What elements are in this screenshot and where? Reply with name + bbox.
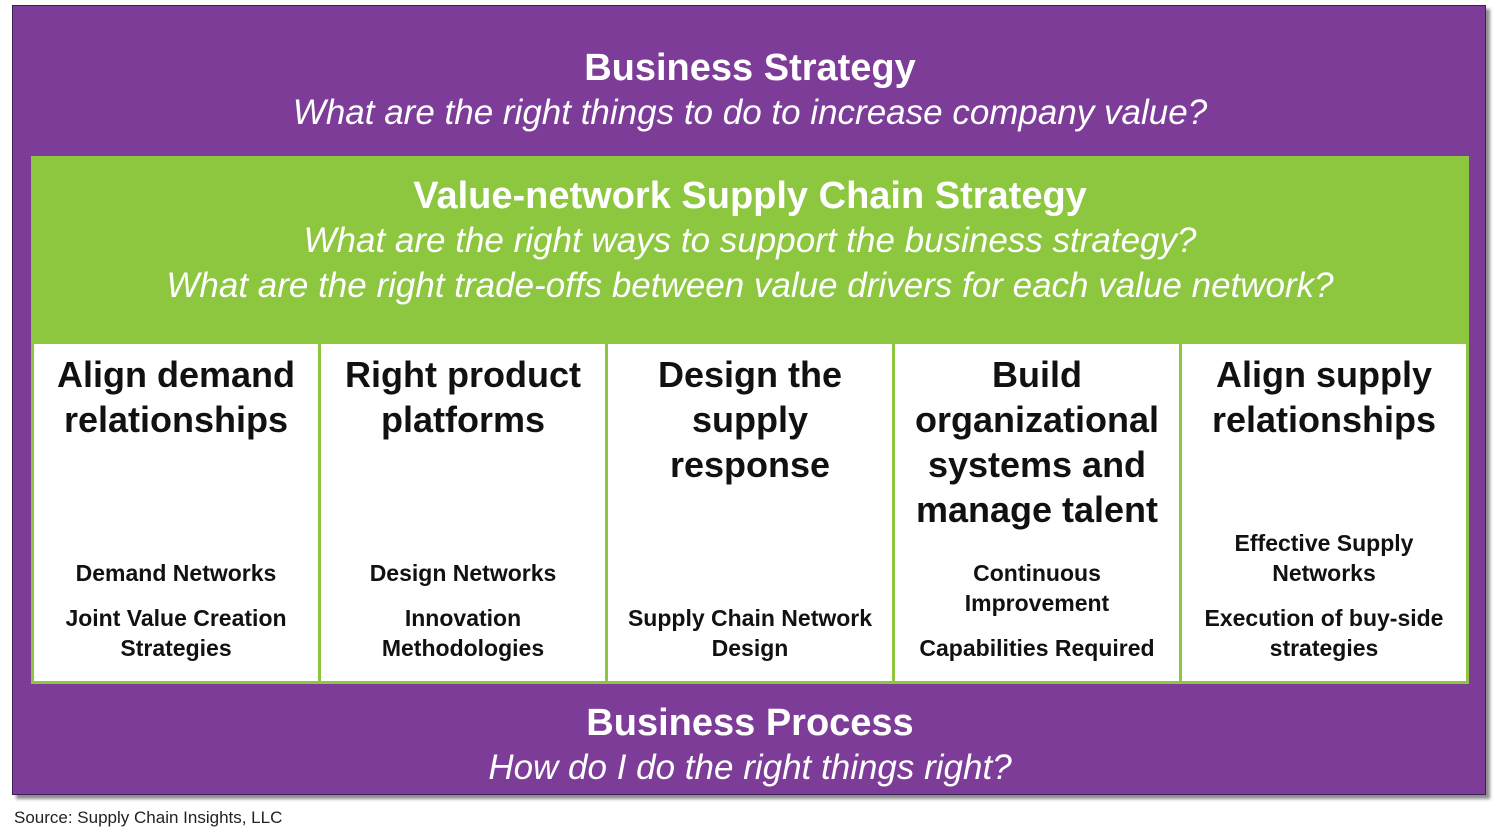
column-align-supply: Align supply relationships Effective Sup… [1182,344,1466,681]
column-heading: Align supply relationships [1211,354,1437,440]
supply-chain-strategy-band: Value-network Supply Chain Strategy What… [31,156,1469,344]
supply-chain-strategy-title: Value-network Supply Chain Strategy [413,175,1087,217]
business-process-block: Business Process How do I do the right t… [13,701,1487,790]
column-item: Demand Networks [75,560,277,586]
column-item: Capabilities Required [919,635,1155,661]
column-items: Effective Supply Networks Execution of b… [1188,528,1460,663]
strategy-columns: Align demand relationships Demand Networ… [31,344,1469,684]
column-heading: Right product platforms [345,354,581,440]
column-heading: Build organizational systems and manage … [914,354,1160,530]
column-align-demand: Align demand relationships Demand Networ… [34,344,321,681]
column-item: Execution of buy-side strategies [1204,605,1444,661]
column-product-platforms: Right product platforms Design Networks … [321,344,608,681]
column-organizational-systems: Build organizational systems and manage … [895,344,1182,681]
business-strategy-block: Business Strategy What are the right thi… [13,46,1487,135]
column-item: Innovation Methodologies [381,605,545,661]
column-item: Joint Value Creation Strategies [65,605,287,661]
business-strategy-question: What are the right things to do to incre… [292,93,1208,132]
column-item: Design Networks [369,560,557,586]
business-process-question: How do I do the right things right? [488,748,1012,787]
column-items: Demand Networks Joint Value Creation Str… [40,558,312,663]
column-items: Continuous Improvement Capabilities Requ… [901,558,1173,663]
business-strategy-title: Business Strategy [584,47,916,89]
column-item: Continuous Improvement [964,560,1110,616]
column-item: Effective Supply Networks [1234,530,1414,586]
business-process-title: Business Process [586,702,914,744]
supply-chain-strategy-question-1: What are the right ways to support the b… [303,221,1197,260]
source-note: Source: Supply Chain Insights, LLC [14,808,283,827]
column-heading: Align demand relationships [56,354,295,440]
column-item: Supply Chain Network Design [627,605,873,661]
diagram-frame: Business Strategy What are the right thi… [12,5,1486,795]
column-items: Supply Chain Network Design [614,603,886,663]
supply-chain-strategy-block: Value-network Supply Chain Strategy What… [31,174,1469,308]
supply-chain-strategy-question-2: What are the right trade-offs between va… [166,266,1334,305]
column-supply-response: Design the supply response Supply Chain … [608,344,895,681]
column-items: Design Networks Innovation Methodologies [327,558,599,663]
column-heading: Design the supply response [657,354,843,485]
